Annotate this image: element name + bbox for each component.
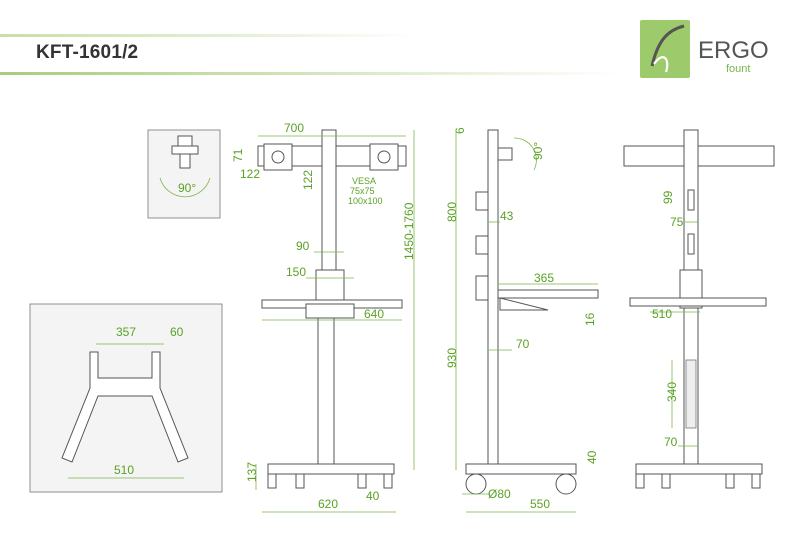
detail-rotation-label: 90° xyxy=(178,181,196,195)
sleeve-width-label: 150 xyxy=(286,265,306,279)
side-caster-height-label: 40 xyxy=(585,450,599,464)
vesa-small-label: 75x75 xyxy=(350,186,375,196)
column-width-label: 90 xyxy=(296,239,310,253)
side-shelf-thickness-label: 16 xyxy=(583,312,597,326)
side-shelf-depth-label: 365 xyxy=(534,271,554,285)
side-rotation-label: 90° xyxy=(531,142,545,160)
caster-width-label: 40 xyxy=(366,489,380,503)
front-view: 700 71 122 122 VESA 75x75 100x100 90 150… xyxy=(231,121,416,513)
logo-brand-subtext: fount xyxy=(726,63,750,75)
side-column-label: 70 xyxy=(516,337,530,351)
mount-offset-label: 122 xyxy=(240,167,260,181)
header-stripe-top xyxy=(0,34,420,37)
back-column-label: 70 xyxy=(664,435,678,449)
back-slot-mid-label: 75 xyxy=(670,215,684,229)
side-upper-label: 800 xyxy=(445,202,459,222)
mount-rotation-detail: 90° xyxy=(147,129,221,219)
vesa-label: VESA xyxy=(352,176,376,186)
logo-figure-icon xyxy=(653,56,669,73)
base-inner-label: 357 xyxy=(116,325,136,339)
side-top-offset-label: 6 xyxy=(453,127,467,134)
side-view: 6 90° 43 800 365 16 70 930 40 Ø80 550 xyxy=(445,127,599,513)
logo-brand-text: ERGO xyxy=(698,37,769,64)
caster-diameter-label: Ø80 xyxy=(488,487,511,501)
height-range-label: 1450-1760 xyxy=(402,202,416,260)
side-base-depth-label: 550 xyxy=(530,497,550,511)
arm-width-label: 700 xyxy=(284,121,304,135)
mount-vertical-label: 122 xyxy=(301,170,315,190)
back-view: 99 75 510 340 70 xyxy=(623,129,775,489)
base-top-view: 357 60 510 xyxy=(29,303,223,493)
back-shelf-label: 510 xyxy=(652,307,672,321)
base-leg-label: 60 xyxy=(170,325,184,339)
shelf-width-label: 640 xyxy=(364,307,384,321)
brand-logo: ERGO fount xyxy=(640,20,769,78)
side-lower-label: 930 xyxy=(445,348,459,368)
base-width-label: 620 xyxy=(318,497,338,511)
logo-swoosh-icon xyxy=(650,24,685,67)
header-stripe-bottom xyxy=(0,72,620,75)
page-title: KFT-1601/2 xyxy=(36,42,139,63)
vesa-large-label: 100x100 xyxy=(348,196,383,206)
base-height-label: 137 xyxy=(245,462,259,482)
back-slot-top-label: 99 xyxy=(661,190,675,204)
side-bracket-label: 43 xyxy=(500,209,514,223)
back-cable-label: 340 xyxy=(665,382,679,402)
base-span-label: 510 xyxy=(114,463,134,477)
mount-height-label: 71 xyxy=(231,148,245,162)
